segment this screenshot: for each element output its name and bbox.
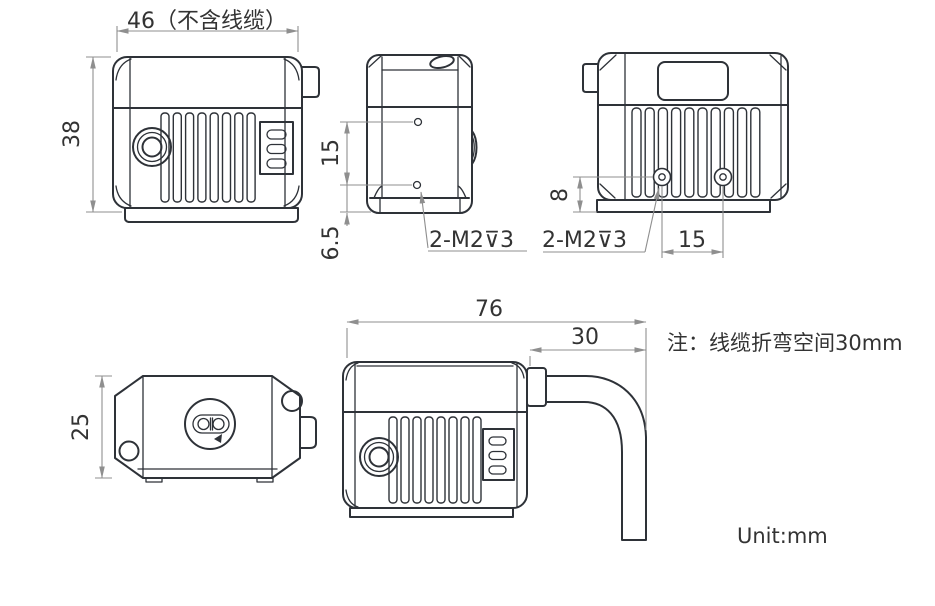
corner-hole: [118, 440, 140, 462]
view-cable-side: 76 30: [342, 297, 647, 541]
callout-side-thread-label: 2-M2⊽3: [429, 228, 514, 253]
dim-front-height-label: 38: [60, 120, 85, 148]
mounting-hole: [413, 117, 423, 127]
foot: [145, 477, 163, 483]
side-body: [366, 54, 473, 214]
vent-slats: [160, 112, 256, 203]
orientation-marker-icon: [214, 434, 222, 443]
corner-hole: [281, 390, 303, 412]
dim-side-bottom-offset: 6.5: [319, 171, 371, 261]
side-connector-bump: [471, 130, 478, 165]
lens-icon: [359, 437, 399, 477]
dim-overall-length: 76: [346, 297, 647, 430]
dim-back-hole-height: 8: [548, 176, 653, 213]
vent-slats: [388, 416, 482, 504]
dim-back-hole-height-label: 8: [548, 188, 573, 202]
led-indicator-panel: [482, 428, 515, 481]
trigger-button-area: [184, 398, 236, 450]
dim-top-depth-label: 25: [69, 413, 94, 441]
dim-front-width: 46（不含线缆）: [116, 9, 299, 52]
dim-side-hole-spacing: 15: [319, 121, 413, 186]
dim-cable-space: 30: [529, 325, 647, 366]
vent-slats: [631, 107, 761, 198]
callout-back-thread-label: 2-M2⊽3: [542, 228, 627, 253]
cable-gland: [526, 367, 547, 407]
lens-icon: [132, 127, 172, 167]
mounting-hole: [412, 180, 422, 190]
side-connector-stub: [299, 416, 317, 449]
view-side: 15 6.5 2-M2⊽3: [319, 54, 527, 261]
note-text: 注：线缆折弯空间30mm: [667, 331, 903, 355]
back-base-plate: [596, 199, 771, 213]
foot: [256, 477, 274, 483]
dim-back-hole-spacing: 15: [661, 186, 724, 258]
callout-back-thread: 2-M2⊽3: [542, 187, 660, 253]
base-plate: [349, 507, 514, 518]
dim-side-hole-spacing-label: 15: [319, 139, 344, 167]
dim-side-bottom-offset-label: 6.5: [319, 226, 344, 261]
view-top: 25: [69, 375, 317, 483]
callout-side-thread: 2-M2⊽3: [419, 191, 527, 253]
dim-overall-length-label: 76: [475, 297, 503, 322]
front-base-plate: [124, 207, 299, 223]
cable: [545, 375, 647, 541]
dim-front-height: 38: [60, 56, 122, 213]
top-screw-slot: [429, 54, 455, 70]
cable-view-body: [342, 361, 528, 509]
dim-front-width-label: 46（不含线缆）: [127, 9, 287, 34]
mounting-hole-boss: [713, 167, 733, 187]
led-indicator-panel: [259, 121, 294, 175]
side-connector-stub: [301, 66, 320, 98]
back-label-area: [657, 61, 729, 101]
dim-back-hole-spacing-label: 15: [678, 228, 706, 253]
mounting-hole-boss: [652, 167, 672, 187]
side-connector-stub: [582, 63, 599, 93]
trigger-button: [192, 414, 230, 434]
unit-label: Unit:mm: [737, 524, 828, 548]
front-body: [112, 56, 303, 209]
view-back: 8 15 2-M2⊽3: [542, 52, 789, 258]
dim-top-depth: 25: [69, 375, 112, 479]
dim-cable-space-label: 30: [571, 325, 599, 350]
view-front: 46（不含线缆） 38: [60, 9, 320, 223]
